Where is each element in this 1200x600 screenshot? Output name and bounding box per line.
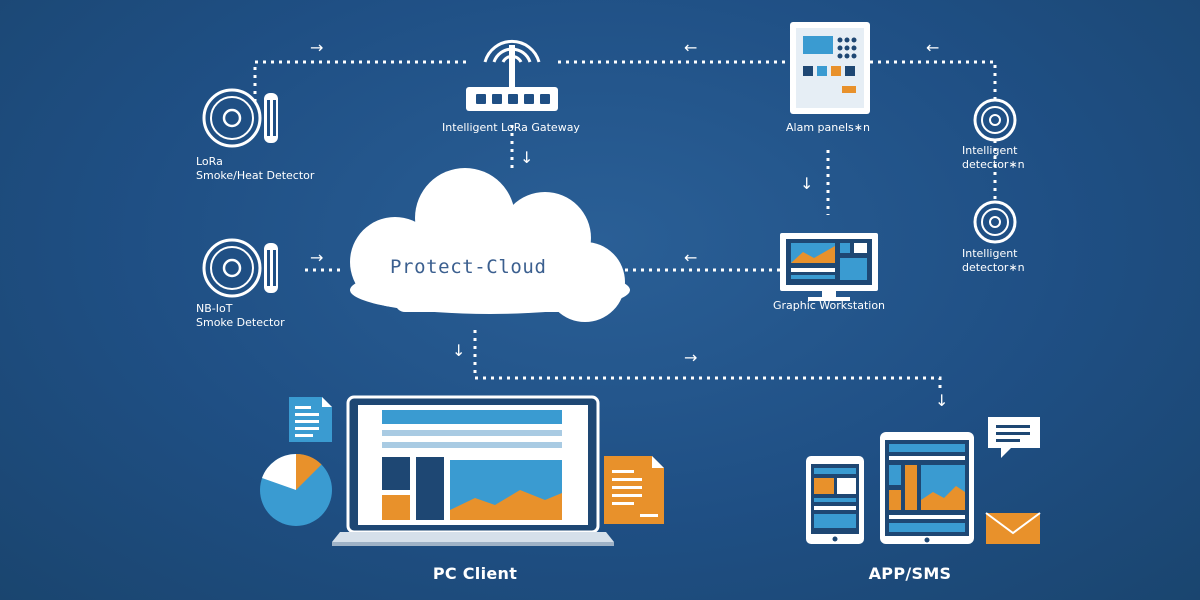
intelligent-detector-2-line-1: Intelligent [962, 247, 1018, 260]
lora-detector-label: LoRa Smoke/Heat Detector [196, 155, 314, 183]
line-lora-detector-to-gateway [253, 60, 470, 110]
nbiot-detector-label-line-1: NB-IoT [196, 302, 233, 315]
arrow-right: → [310, 248, 324, 267]
app-sms-label: APP/SMS [868, 564, 952, 583]
smoke-detector-icon [202, 88, 278, 148]
smoke-detector-icon [973, 200, 1017, 244]
arrow-down: ↓ [520, 148, 534, 167]
arrow-right: → [684, 348, 698, 367]
arrow-left: ← [926, 38, 940, 57]
intelligent-detector-1-line-1: Intelligent [962, 144, 1018, 157]
arrow-left: ← [684, 248, 698, 267]
intelligent-detector-1-line-2: detector∗n [962, 158, 1025, 171]
connection-lines [253, 60, 997, 388]
monitor-icon [780, 233, 878, 301]
arrow-down: ↓ [452, 341, 466, 360]
phone-icon [806, 456, 864, 544]
nbiot-detector-label: NB-IoT Smoke Detector [196, 302, 285, 330]
intelligent-detector-label-2: Intelligent detector∗n [962, 247, 1025, 275]
line-cloud-to-clients [473, 330, 942, 388]
alarm-panels-label: Alam panels∗n [786, 121, 870, 134]
arrow-right: → [310, 38, 324, 57]
envelope-icon [985, 512, 1041, 544]
graphic-workstation-label: Graphic Workstation [772, 299, 886, 312]
nbiot-detector-label-line-2: Smoke Detector [196, 316, 285, 329]
arrow-down: ↓ [800, 174, 814, 193]
alarm-panel-icon [790, 22, 870, 114]
cloud-title: Protect-Cloud [390, 256, 547, 278]
line-intelligent-to-panel [870, 60, 997, 100]
smoke-detector-icon [973, 98, 1017, 142]
arrow-left: ← [684, 38, 698, 57]
intelligent-detector-2-line-2: detector∗n [962, 261, 1025, 274]
lora-gateway-label: Intelligent LoRa Gateway [442, 121, 580, 134]
laptop-icon [332, 395, 614, 546]
cloud-shape [350, 168, 630, 322]
pie-chart-icon [260, 453, 332, 526]
smoke-detector-icon [202, 238, 278, 298]
intelligent-detector-label-1: Intelligent detector∗n [962, 144, 1025, 172]
document-icon [604, 456, 664, 524]
lora-detector-label-line-2: Smoke/Heat Detector [196, 169, 315, 182]
chat-bubble-icon [988, 417, 1040, 458]
pc-client-label: PC Client [432, 564, 518, 583]
tablet-icon [880, 432, 974, 544]
document-icon [289, 397, 332, 442]
lora-detector-label-line-1: LoRa [196, 155, 223, 168]
gateway-antenna-icon [466, 39, 558, 111]
arrow-down: ↓ [935, 391, 949, 410]
